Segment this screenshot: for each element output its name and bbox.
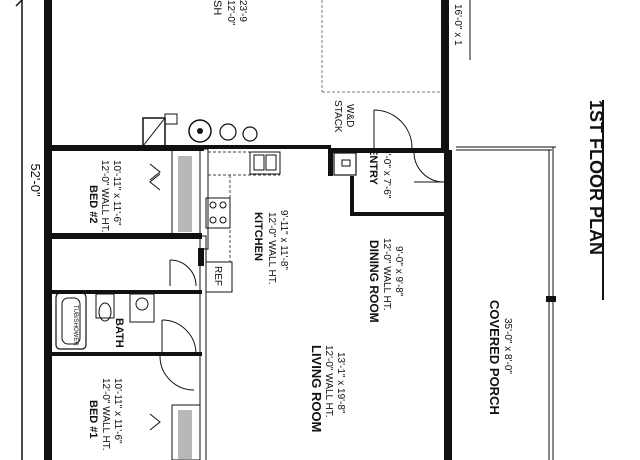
kitchen-wall-height: 12'-0" WALL HT. [266,212,277,285]
bed2-wall-height: 12'-0" WALL HT. [99,160,110,233]
bed2-size: 10'-11" x 11'-6" [111,160,122,226]
furnace-icon [188,119,212,143]
bed1-name: BED #1 [87,400,99,439]
porch-size: 35'-0" x 8'-0" [502,318,513,374]
kitchen-name: KITCHEN [252,212,264,261]
living-wall-height: 12'-0" WALL HT. [323,345,334,418]
exterior-wall-left [44,0,52,460]
entry-size: 5'-0" x 7'-6" [381,148,392,199]
top-room-size: 23'-9 [237,0,248,22]
stack-label-2: W&D [344,104,355,127]
living-size: 13'-1" x 19'-8" [335,352,346,414]
kitchen-sink [249,151,281,175]
overall-dimension-label: 52'-0" [28,163,43,197]
dining-size: 9'-0" x 9'-8" [393,246,404,297]
stack-label: STACK [332,100,343,133]
tub-label: TUB/SHOWER [72,305,78,346]
wall-bath-top [52,290,202,294]
wall-upper-right [441,0,449,150]
top-room-name: SH [211,0,223,15]
ref-label: REF [212,266,223,286]
wall-bed2-top [52,145,204,151]
exterior-wall-right [444,150,452,460]
dining-name: DINING ROOM [367,240,381,323]
living-name: LIVING ROOM [309,345,324,432]
tub-shower [55,292,87,350]
closet-bed1 [171,404,201,460]
bath-name: BATH [113,318,125,348]
kitchen-size: 9'-11" x 11'-8" [278,210,289,270]
toilet [95,293,115,319]
bed1-wall-height: 12'-0" WALL HT. [100,378,111,451]
wall-bed2-bottom [52,233,202,239]
stack-washer-dryer [333,152,357,176]
kitchen-range [205,197,231,229]
entry-name: ENTRY [367,148,379,186]
porch-name: COVERED PORCH [487,300,502,415]
dining-wall-height: 12'-0" WALL HT. [381,238,392,311]
bed2-name: BED #2 [87,185,99,224]
plan-title: 1ST FLOOR PLAN [586,100,606,255]
bath-vanity [129,293,155,323]
right-dimension-label: 16'-0" x 1 [452,4,463,46]
top-room-wall-height: 12'-0" [225,0,236,26]
bed1-size: 10'-11" x 11'-6" [112,378,123,444]
wall-bath-bottom [52,352,202,356]
